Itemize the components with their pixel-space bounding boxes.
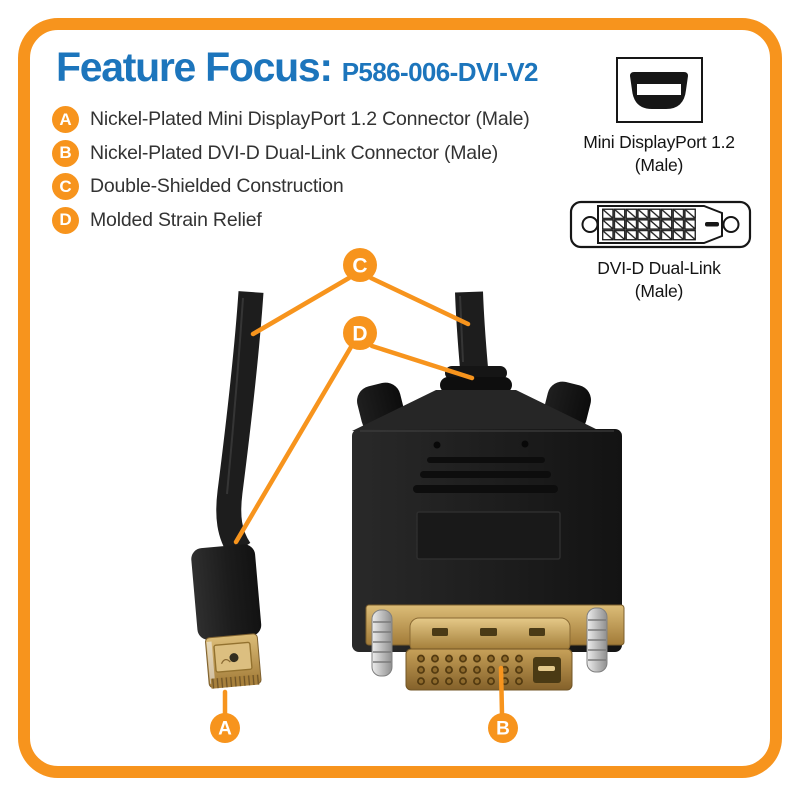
dvi-blade-contact: [538, 666, 555, 671]
callout-b-letter: B: [496, 719, 510, 740]
callout-d-line-right: [369, 343, 475, 381]
minidp-connector-body: [191, 544, 262, 640]
dvi-cable-sheen: [459, 295, 464, 363]
feature-text-b: Nickel-Plated DVI-D Dual-Link Connector …: [90, 141, 499, 164]
minidp-cable: [216, 291, 264, 558]
feature-badge-c: C: [52, 173, 79, 200]
callout-c-line-right: [368, 275, 471, 327]
feature-item-d: D Molded Strain Relief: [52, 206, 530, 234]
feature-text-a: Nickel-Plated Mini DisplayPort 1.2 Conne…: [90, 108, 530, 130]
feature-item-a: A Nickel-Plated Mini DisplayPort 1.2 Con…: [52, 106, 530, 133]
feature-badge-b: B: [52, 139, 79, 167]
callout-d-letter: D: [352, 323, 367, 346]
dvi-screw-post-left: [371, 609, 393, 677]
callout-d-line-left: [233, 344, 354, 545]
dvi-diagram-screw-left: [581, 216, 599, 233]
callout-badges: C D A B: [210, 248, 518, 743]
title-text: Feature Focus:: [56, 44, 333, 90]
dvi-diagram-blade: [705, 222, 719, 227]
dvi-cable: [455, 291, 488, 370]
dvi-hood-dot-left: [433, 441, 441, 449]
callout-lines: [222, 275, 505, 717]
dvi-rim-slot-2: [480, 628, 497, 636]
feature-text-c: Double-Shielded Construction: [90, 175, 344, 197]
callout-c-letter: C: [352, 255, 367, 278]
dvi-key-sub: (Male): [634, 281, 684, 301]
feature-badge-a: A: [52, 106, 79, 133]
minidp-connector: [191, 544, 262, 689]
photo-minidp-assembly: [191, 291, 264, 689]
dvi-screw-post-right: [586, 607, 608, 673]
minidp-key-name: Mini DisplayPort 1.2: [583, 132, 735, 152]
callout-c-line-left: [250, 275, 352, 337]
feature-list: A Nickel-Plated Mini DisplayPort 1.2 Con…: [52, 106, 530, 234]
minidp-tip-contact-ridges: [210, 674, 260, 689]
page-title: Feature Focus: P586-006-DVI-V2: [56, 44, 539, 91]
mini-displayport-connector-icon: [616, 57, 703, 123]
dvi-hood-dot-right: [521, 440, 529, 448]
dvi-diagram-screw-right: [722, 216, 740, 233]
callout-d-badge: [343, 316, 377, 350]
minidp-tip-glint: [206, 641, 216, 684]
dvi-rim-slot-1: [432, 628, 448, 636]
dvi-pins: [414, 653, 526, 687]
callout-b-line: [498, 665, 505, 717]
dvi-key-label: DVI-D Dual-Link (Male): [559, 257, 759, 303]
feature-item-b: B Nickel-Plated DVI-D Dual-Link Connecto…: [52, 139, 530, 167]
dvi-hood-label-recess: [416, 511, 561, 560]
model-number: P586-006-DVI-V2: [341, 57, 539, 87]
minidp-key-sub: (Male): [634, 155, 684, 175]
feature-item-c: C Double-Shielded Construction: [52, 173, 530, 200]
feature-text-d: Molded Strain Relief: [90, 208, 262, 231]
callout-b-badge: [488, 713, 518, 743]
dvi-hood-ridge-1: [427, 457, 545, 463]
callout-a-letter: A: [218, 719, 232, 740]
minidp-key-label: Mini DisplayPort 1.2 (Male): [559, 131, 759, 177]
dvi-hood-ridge-2: [420, 471, 551, 478]
callout-c-badge: [343, 248, 377, 282]
minidp-tip-hole: [229, 653, 239, 663]
callout-a-badge: [210, 713, 240, 743]
minidp-tip-wire: [220, 658, 231, 665]
minidp-cable-sheen: [226, 297, 244, 495]
minidp-plug-slot: [637, 84, 681, 95]
dvi-rim-slot-3: [529, 628, 545, 636]
feature-badge-d: D: [52, 206, 79, 234]
orange-border-frame: [18, 18, 782, 778]
dvi-hood-ridge-3: [413, 485, 558, 493]
dvi-hood-shoulder: [352, 390, 600, 431]
strain-relief-ring-2: [440, 377, 512, 393]
dvi-diagram-pin-grid: [602, 208, 696, 241]
dvi-d-connector-icon: [569, 200, 752, 249]
dvi-key-name: DVI-D Dual-Link: [597, 258, 721, 278]
